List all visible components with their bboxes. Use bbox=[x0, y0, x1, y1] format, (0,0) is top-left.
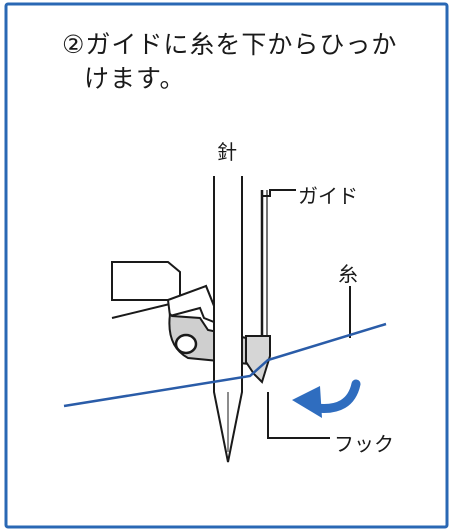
curved-arrow-icon bbox=[292, 379, 361, 418]
instruction-line-2: けます。 bbox=[84, 64, 186, 93]
guide bbox=[245, 190, 271, 384]
panel-border bbox=[4, 2, 449, 529]
clamp-hole bbox=[174, 333, 198, 355]
guide-label: ガイド bbox=[298, 184, 358, 208]
hook-shape bbox=[267, 392, 286, 439]
instruction-text: ②ガイドに糸を下からひっか けます。 bbox=[62, 28, 432, 96]
needle-label: 針 bbox=[217, 140, 237, 164]
needle bbox=[213, 176, 243, 463]
thread-label: 糸 bbox=[338, 262, 358, 286]
thread-line bbox=[63, 322, 387, 408]
hook-label: フック bbox=[334, 432, 394, 456]
instruction-line-1: ②ガイドに糸を下からひっか bbox=[62, 30, 398, 59]
guide-leader bbox=[262, 189, 296, 197]
